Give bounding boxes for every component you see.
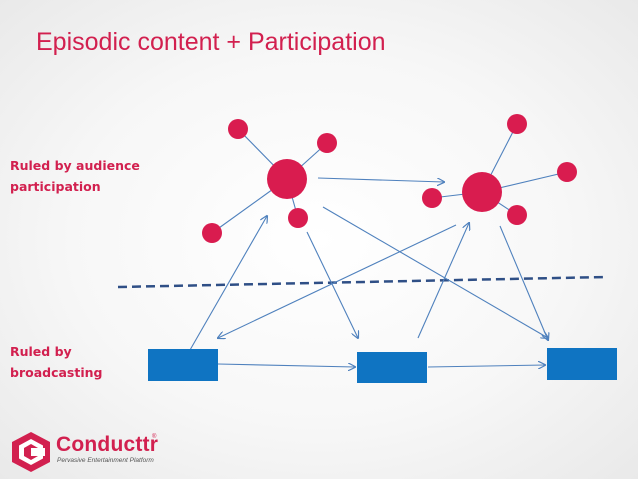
episode-box-2 — [357, 352, 427, 383]
audience-label-line-2: participation — [10, 179, 101, 194]
audience-label-line-1: Ruled by audience — [10, 158, 140, 173]
flow-arrows — [189, 177, 548, 367]
hub-1-satellite-left — [202, 223, 222, 243]
audience-participation-label: Ruled by audience participation — [10, 155, 150, 197]
conducttr-logo: Conducttr ® Pervasive Entertainment Plat… — [10, 431, 160, 472]
conducttr-logo-icon — [12, 432, 50, 472]
episode-box-1 — [148, 349, 218, 381]
hub-2-satellite-top — [507, 114, 527, 134]
hub-2-satellite-right — [557, 162, 577, 182]
episode-boxes — [148, 348, 617, 383]
arrow-episode2-to-hub2 — [417, 223, 469, 339]
hub-2-center-node — [462, 172, 502, 212]
logo-wordmark: Conducttr — [56, 433, 159, 456]
episode-box-3 — [547, 348, 617, 380]
arrow-episode2-to-episode3 — [427, 365, 545, 367]
hub-2-cluster — [422, 114, 577, 225]
page-title: Episodic content + Participation — [36, 28, 386, 56]
arrow-hub2-to-episode3 — [499, 225, 548, 340]
arrow-hub1-to-episode2 — [306, 231, 358, 338]
hub-1-satellite-top-left — [228, 119, 248, 139]
broadcast-label-line-1: Ruled by — [10, 344, 72, 359]
hub-2-satellite-bottom — [507, 205, 527, 225]
logo-registered-mark: ® — [152, 434, 157, 440]
arrow-hub2-to-episode1 — [218, 224, 457, 338]
hub-1-satellite-top-right — [317, 133, 337, 153]
arrow-hub1-to-episode3 — [322, 206, 548, 338]
logo-tagline: Pervasive Entertainment Platform — [57, 457, 154, 464]
hub-2-satellite-left — [422, 188, 442, 208]
broadcast-label-line-2: broadcasting — [10, 365, 103, 380]
hub-1-cluster — [202, 119, 337, 243]
arrow-episode1-to-hub1 — [189, 216, 267, 351]
arrow-hub1-to-hub2 — [317, 177, 444, 182]
arrow-episode1-to-episode2 — [217, 364, 355, 367]
hub-1-satellite-bottom — [288, 208, 308, 228]
divider-dashed-line — [117, 275, 607, 289]
broadcasting-label: Ruled by broadcasting — [10, 341, 150, 383]
hub-1-center-node — [267, 159, 307, 199]
